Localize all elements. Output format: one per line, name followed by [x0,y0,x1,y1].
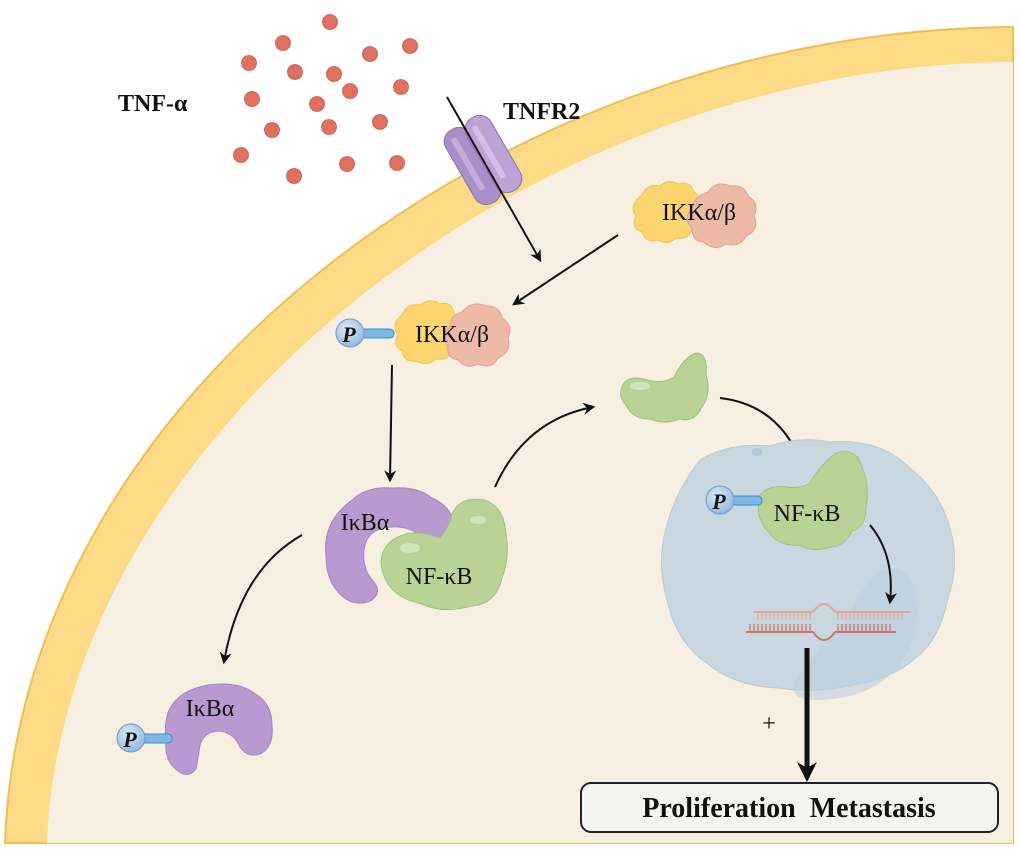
nfkb-nuclear-label: NF-κB [774,501,841,527]
outcome-box: Proliferation Metastasis [580,782,999,833]
tnf-alpha-dot [309,96,325,112]
ikba-phosphorylated: P IκBα [116,683,273,775]
phospho-linker [359,328,395,339]
tnf-alpha-dot [372,114,388,130]
ikba-complex-label: IκBα [341,510,390,536]
cell [3,25,1014,844]
nfkb-complex-label: NF-κB [406,564,473,590]
tnf-alpha-dot [321,119,337,135]
ikba-phospho-label: IκBα [186,696,235,722]
tnfr2-label: TNFR2 [503,99,580,125]
phospho-symbol: P [711,489,726,514]
nfkb-nuclear-blob [757,451,868,551]
tnf-alpha-dot [339,156,355,172]
phospho-symbol: P [122,727,137,752]
ikba-phospho-blob [164,683,273,775]
outcome-label: Proliferation Metastasis [642,793,936,824]
tnf-alpha-dot [244,91,260,107]
plus-sign: + [762,711,776,737]
ikk-complex-phosphorylated: P IKKα/β [335,300,511,367]
arrow-ikk-to-ikba [384,364,397,483]
ikk-beta-blob [686,183,757,248]
arrow-nfkb-release [494,402,596,488]
tnf-alpha-ligands [233,14,418,184]
tnf-alpha-dot [322,14,338,30]
ikba-nfkb-complex: IκBα NF-κB [325,487,508,610]
arrow-ikk-activation [512,234,619,306]
arrow-ikba-degradation [219,534,303,665]
ikk-beta-blob [444,303,511,367]
phospho-symbol: P [341,322,356,347]
tnf-alpha-dot [286,168,302,184]
phospho-icon [116,723,146,753]
tnf-alpha-dot [326,66,342,82]
tnf-alpha-dot [233,147,249,163]
dna-transcription-bubble [746,603,910,641]
tnf-alpha-dot [402,38,418,54]
tnf-alpha-dot [393,79,409,95]
tnf-alpha-label: TNF-α [118,91,188,117]
nfkb-free-blob [620,352,709,423]
arrow-tnfr2-to-ikk [446,96,542,263]
nfkb-blob [380,498,508,610]
arrow-nfkb-to-dna [869,524,897,605]
tnf-alpha-dot [362,46,378,62]
tnfr2-receptor [443,114,523,206]
tnf-alpha-dot [264,122,280,138]
ikba-blob [325,487,456,604]
ikk-complex-free: IKKα/β [632,180,757,248]
tnf-alpha-dot [275,35,291,51]
phospho-icon [705,485,735,515]
phospho-icon [335,318,365,348]
outcome-box-frame [580,782,999,833]
ikk-phospho-label: IKKα/β [415,322,489,348]
tnf-alpha-dot [287,64,303,80]
tnf-alpha-dot [389,155,405,171]
tnf-alpha-dot [342,83,358,99]
nfkb-nuclear-phosphorylated: P NF-κB [705,451,868,551]
tnf-alpha-dot [241,55,257,71]
nfkb-free [620,352,709,423]
ikk-free-label: IKKα/β [662,200,736,226]
